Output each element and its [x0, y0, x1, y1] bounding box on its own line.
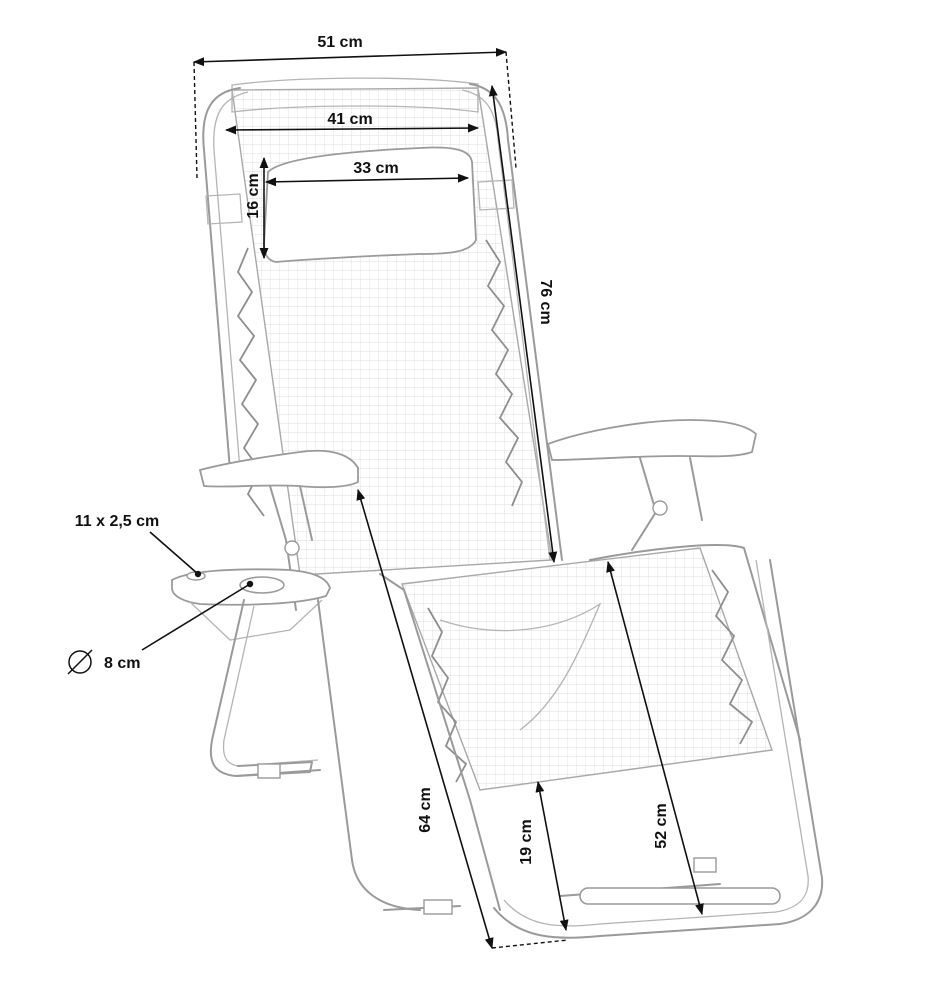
- dim-frame-width-line: [224, 123, 480, 135]
- bungee-cord-seat-right: [711, 569, 754, 745]
- dim-foot-height-line: [535, 780, 569, 932]
- dimension-labels: 51 cm 41 cm 33 cm 16 cm 76 cm 11 x 2,5 c…: [75, 34, 670, 865]
- label-tray-size: 11 x 2,5 cm: [75, 513, 160, 530]
- dimension-lines: [141, 47, 704, 950]
- label-leg-length: 64 cm: [417, 787, 434, 832]
- dim-seat-length-line: [606, 560, 704, 916]
- dim-cup-leader: [141, 583, 251, 651]
- label-seat-length: 52 cm: [653, 803, 670, 848]
- rear-legs: [209, 599, 421, 911]
- right-armrest: [546, 419, 757, 461]
- diameter-icon: [67, 649, 93, 675]
- dim-total-width-line: [192, 47, 508, 67]
- front-leg-loop: [493, 559, 824, 939]
- left-pivot: [284, 540, 300, 556]
- dim-tray-leader-dot: [194, 570, 202, 578]
- dim-leg-length-ext: [491, 939, 569, 949]
- label-pillow-height: 16 cm: [245, 173, 262, 218]
- rear-crossbar-grip: [257, 763, 281, 779]
- label-pillow-width: 33 cm: [353, 160, 398, 177]
- backrest-frame-left-inner: [213, 91, 249, 471]
- cup-holder: [239, 576, 285, 594]
- dim-backrest-length-line: [488, 84, 558, 564]
- dim-tray-leader: [149, 531, 199, 575]
- front-leg-loop-inner: [503, 559, 809, 927]
- label-total-width: 51 cm: [317, 34, 362, 51]
- front-crossbar-grip: [423, 899, 453, 915]
- seat-frame-right: [589, 544, 801, 741]
- label-frame-width: 41 cm: [327, 111, 372, 128]
- dim-pillow-width-line: [264, 173, 470, 187]
- dim-total-width-ext-right: [505, 51, 517, 169]
- chair-illustration: [171, 77, 824, 939]
- side-tray: [171, 568, 331, 641]
- headrest-band: [231, 77, 479, 113]
- left-strap: [205, 193, 243, 225]
- left-armrest: [198, 449, 359, 489]
- backrest-frame-left: [202, 87, 241, 471]
- footbar-grip-right: [693, 857, 717, 873]
- label-foot-height: 19 cm: [518, 819, 535, 864]
- label-cup-diameter: 8 cm: [104, 655, 140, 672]
- seat-fabric: [401, 547, 773, 791]
- footbar: [579, 887, 781, 905]
- dim-cup-leader-dot: [246, 580, 254, 588]
- right-pivot: [652, 500, 668, 516]
- label-backrest-length: 76 cm: [537, 279, 554, 324]
- dim-total-width-ext-left: [193, 61, 198, 179]
- right-armrest-bracket: [631, 457, 703, 551]
- dim-leg-length-line: [356, 488, 494, 950]
